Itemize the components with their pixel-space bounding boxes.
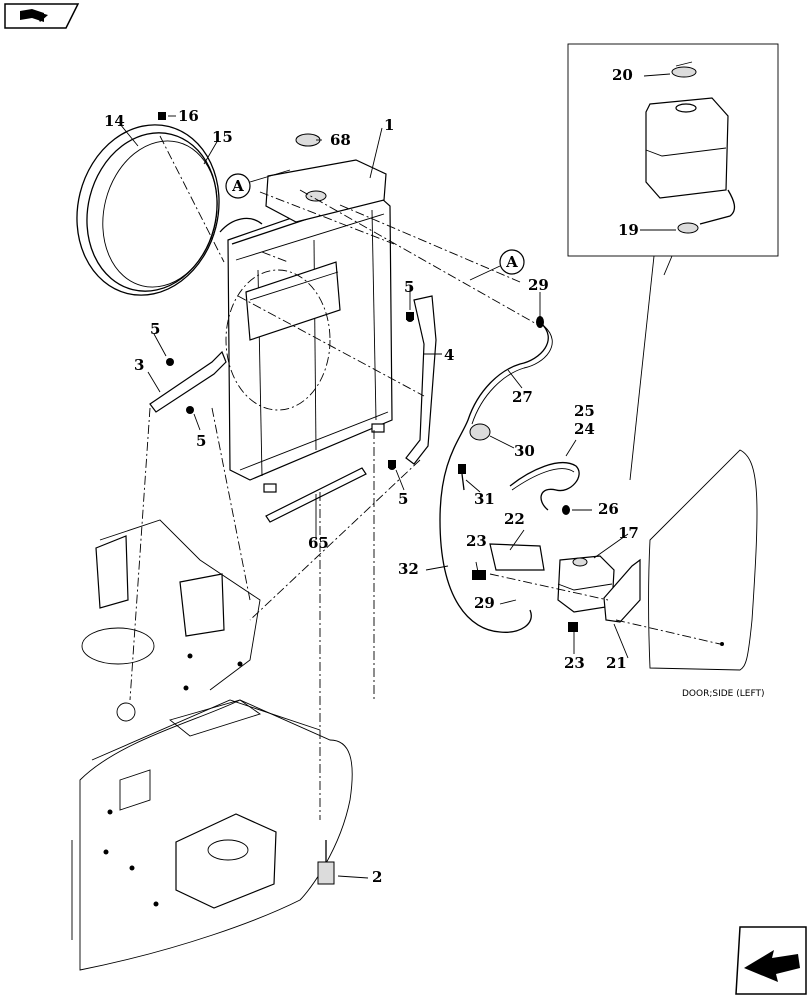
assembly-guide-lines	[129, 189, 721, 820]
reference-marker-a-2-label: A	[505, 253, 518, 271]
callout-20: 20	[612, 66, 633, 84]
callout-19: 19	[618, 221, 639, 239]
coolant-reservoir	[472, 543, 641, 632]
callout-22: 22	[504, 510, 525, 528]
callout-4: 4	[444, 346, 454, 364]
callout-16: 16	[178, 107, 199, 125]
previous-page-button[interactable]	[4, 3, 80, 29]
callout-1: 1	[384, 116, 394, 134]
callout-15: 15	[212, 128, 233, 146]
callout-5-left: 5	[150, 320, 160, 338]
callout-17: 17	[618, 524, 639, 542]
callout-30: 30	[514, 442, 535, 460]
leader-lines	[119, 73, 676, 879]
bracket-3	[149, 350, 227, 414]
book-arrow-icon	[20, 9, 48, 22]
fan-shroud-rings	[76, 112, 225, 296]
next-page-button[interactable]	[735, 926, 807, 995]
callout-32: 32	[398, 560, 419, 578]
callout-3: 3	[134, 356, 144, 374]
callout-31: 31	[474, 490, 495, 508]
bolt-2	[317, 840, 335, 885]
callout-5-bracket: 5	[398, 490, 408, 508]
callout-27: 27	[512, 388, 533, 406]
callout-68: 68	[330, 131, 351, 149]
detail-inset	[567, 43, 779, 481]
overflow-hose	[439, 316, 553, 633]
fasteners	[388, 312, 466, 491]
callout-23-lower: 23	[564, 654, 585, 672]
callout-21: 21	[606, 654, 627, 672]
callout-5-lower: 5	[196, 432, 206, 450]
callout-25: 25	[574, 402, 595, 420]
callout-labels: 1 2 3 4 5 5 5 5 14 15 16 17 19 20 21 22 …	[104, 66, 764, 886]
bracket-4	[388, 295, 437, 470]
callout-2: 2	[372, 868, 382, 886]
door-label: DOOR;SIDE (LEFT)	[682, 689, 764, 699]
callout-65: 65	[308, 534, 329, 552]
callout-29-lower: 29	[474, 594, 495, 612]
reference-marker-a-1: A	[225, 169, 291, 199]
reservoir-hoses	[509, 461, 580, 515]
reference-marker-a-1-label: A	[231, 177, 244, 195]
next-page-arrow-icon	[744, 950, 800, 982]
reference-marker-a-2: A	[469, 249, 525, 281]
machine-frame	[71, 519, 353, 971]
callout-23-upper: 23	[466, 532, 487, 550]
callout-5-top: 5	[404, 278, 414, 296]
callout-29-upper: 29	[528, 276, 549, 294]
callout-14: 14	[104, 112, 125, 130]
callout-26: 26	[598, 500, 619, 518]
callout-24: 24	[574, 420, 595, 438]
side-door	[648, 449, 758, 671]
